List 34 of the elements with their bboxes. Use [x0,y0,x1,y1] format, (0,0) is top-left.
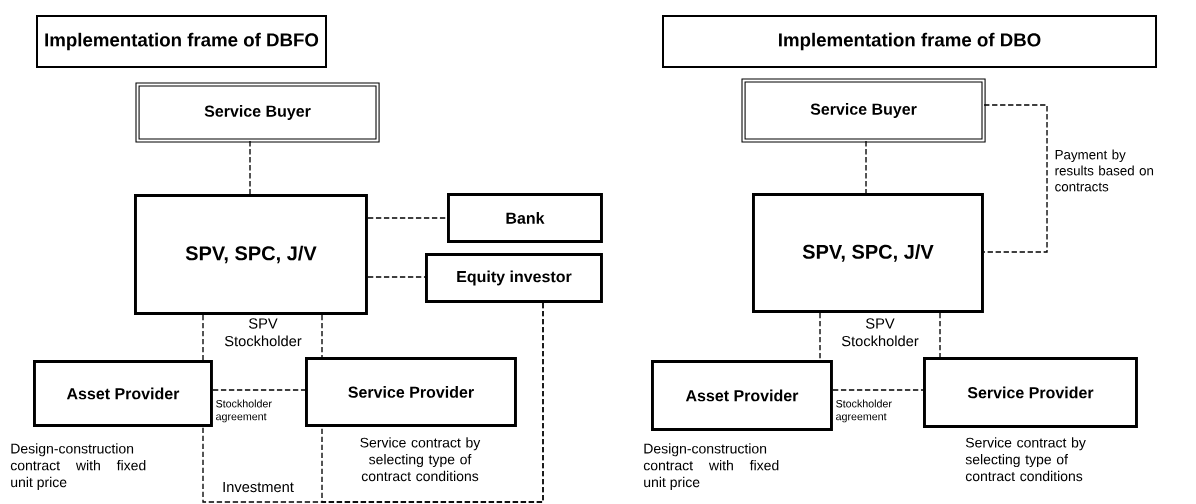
connector-line [202,314,204,361]
caption-text: Design-construction contract with fixed unit price [643,443,779,490]
connector-line [865,140,867,194]
connector-line [983,104,1048,253]
edge-label: Payment by results based on contracts [1053,148,1163,193]
connector-line [212,389,306,391]
process-box: SPV, SPC, J/V [752,193,984,313]
process-box: SPV, SPC, J/V [134,194,368,315]
edge-label: Stockholder agreement [214,398,279,424]
process-box: Asset Provider [33,360,213,427]
connector-line [367,276,426,278]
caption-text: Service contract by selecting type of contract conditions [360,437,481,482]
label-text: SPV Stockholder [841,318,919,347]
label-text: SPV Stockholder [224,318,302,347]
service-buyer-box: Service Buyer [741,78,986,143]
caption-text: Service contract by selecting type of contract conditions [965,437,1086,482]
process-box: Service Provider [923,357,1138,428]
connector-line [939,312,941,358]
process-box: Equity investor [425,253,603,303]
connector-line [249,140,251,195]
title-box: Implementation frame of DBO [662,15,1157,68]
connector-line [321,314,323,358]
edge-label: Stockholder agreement [834,398,899,424]
connector-line [832,389,924,391]
connector-line [321,302,544,503]
edge-label: Investment [220,480,296,494]
process-box: Bank [447,193,603,243]
process-box: Asset Provider [651,360,833,431]
connector-line [819,312,821,361]
service-buyer-box: Service Buyer [135,82,380,143]
process-box: Service Provider [305,357,517,427]
title-box: Implementation frame of DBFO [36,15,327,68]
caption-text: Design-construction contract with fixed unit price [10,443,146,490]
connector-line [367,217,448,219]
